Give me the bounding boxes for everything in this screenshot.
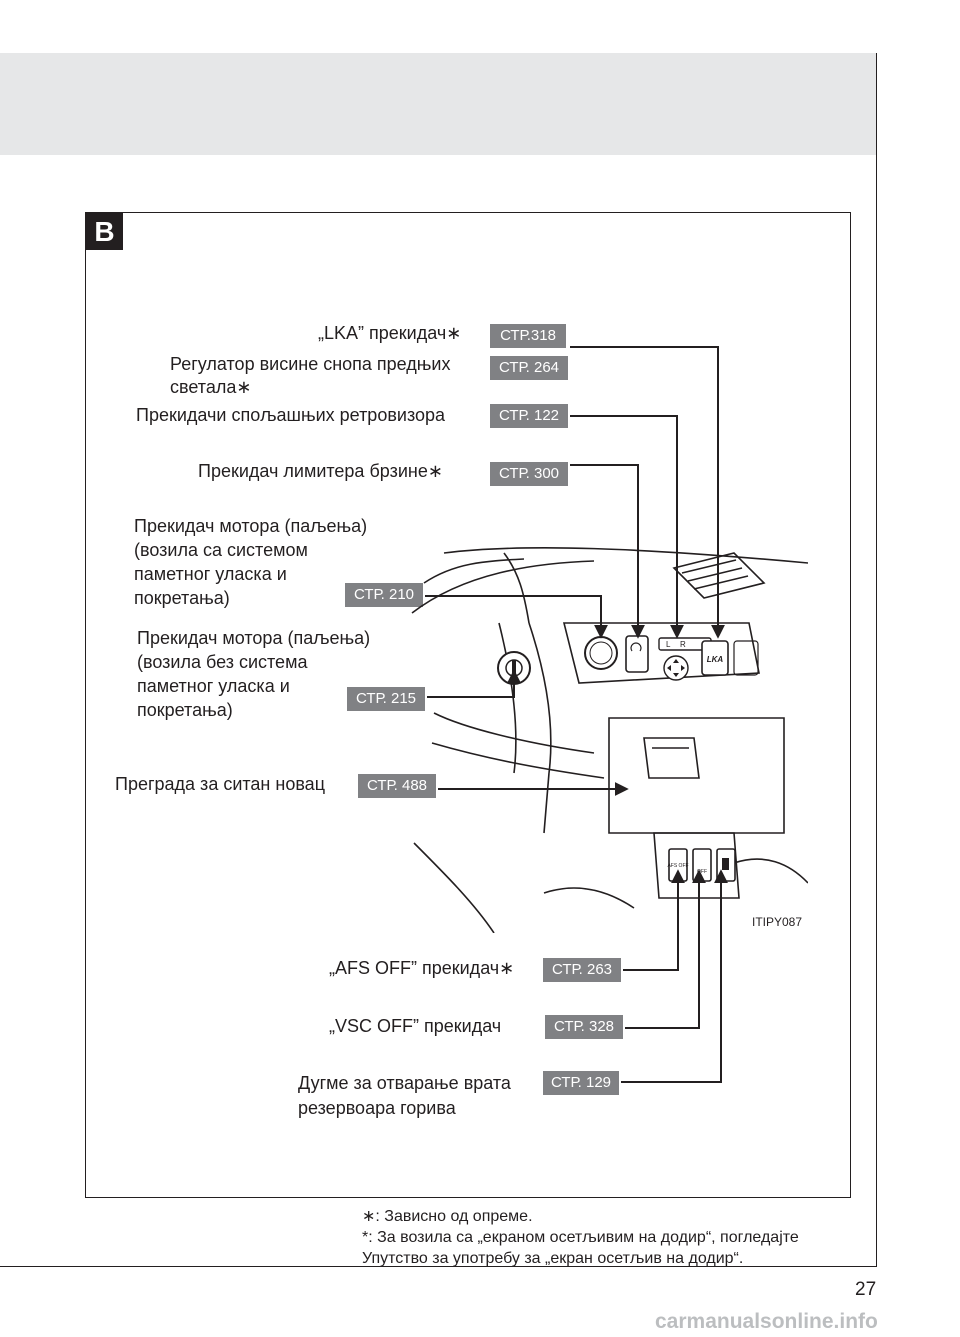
label-engine-nosmart-line3: паметног уласка и: [137, 676, 290, 696]
footnote-line1: ∗: Зависно од опреме.: [362, 1208, 533, 1225]
label-lka-switch: „LKA” прекидач∗: [318, 323, 462, 343]
label-engine-smart-line3: паметног уласка и: [134, 564, 287, 584]
bottom-rule: [0, 1266, 877, 1267]
page-ref-coin-box[interactable]: СТР. 488: [358, 774, 436, 798]
label-coin-box: Преграда за ситан новац: [115, 774, 326, 794]
mirror-joystick: [663, 655, 689, 681]
label-headlight-leveling-line2: светала∗: [170, 377, 252, 397]
label-engine-nosmart-line1: Прекидач мотора (паљења): [137, 628, 371, 648]
page-ref-afs-off[interactable]: СТР. 263: [543, 958, 621, 982]
right-rule: [876, 53, 877, 1266]
image-code: ITIPY087: [752, 915, 803, 929]
afs-button-text: AFS OFF: [667, 863, 688, 869]
lka-button: [701, 640, 729, 676]
label-fuel-door-line1: Дугме за отварање врата: [298, 1073, 511, 1093]
speed-limiter-button: [625, 635, 649, 673]
engine-start-button: [584, 636, 618, 670]
dashboard-illustration: L R LKA AFS OFF OFF: [411, 546, 808, 933]
watermark: carmanualsonline.info: [655, 1310, 878, 1333]
label-mirror-switches: Прекидачи спољашњих ретровизора: [136, 405, 446, 425]
label-vsc-off: „VSC OFF” прекидач: [329, 1016, 502, 1036]
page-ref-mirrors[interactable]: СТР. 122: [490, 404, 568, 428]
mirror-l-text: L: [666, 640, 671, 649]
footnote-line2: *: За возила са „екраном осетљивим на до…: [362, 1229, 799, 1246]
page-ref-engine-nosmart[interactable]: СТР. 215: [347, 687, 425, 711]
page-number: 27: [855, 1279, 877, 1300]
ignition-cylinder: [497, 651, 531, 685]
page-ref-headlight[interactable]: СТР. 264: [490, 356, 568, 380]
page-ref-vsc-off[interactable]: СТР. 328: [545, 1015, 623, 1039]
illustration-frame: [85, 212, 851, 1198]
section-badge: B: [86, 213, 123, 250]
mirror-r-text: R: [680, 640, 686, 649]
label-fuel-door-line2: резервоара горива: [298, 1098, 456, 1118]
label-engine-smart-line2: (возила са системом: [134, 540, 308, 560]
label-engine-nosmart-line4: покретања): [137, 700, 233, 720]
vsc-off-button: [692, 848, 712, 882]
label-engine-smart-line1: Прекидач мотора (паљења): [134, 516, 368, 536]
header-band: [0, 53, 876, 155]
footnote-line3: Упутство за употребу за „екран осетљив н…: [362, 1250, 744, 1267]
page-ref-fuel-door[interactable]: СТР. 129: [543, 1071, 619, 1095]
page-ref-engine-smart[interactable]: СТР. 210: [345, 583, 423, 607]
label-headlight-leveling-line1: Регулатор висине снопа предњих: [170, 354, 451, 374]
page-ref-speed-limiter[interactable]: СТР. 300: [490, 462, 568, 486]
page-ref-lka[interactable]: СТР.318: [490, 324, 566, 348]
label-engine-nosmart-line2: (возила без система: [137, 652, 308, 672]
vsc-button-text: OFF: [697, 869, 707, 875]
label-engine-smart-line4: покретања): [134, 588, 230, 608]
label-speed-limiter: Прекидач лимитера брзине∗: [198, 461, 443, 481]
lka-button-text: LKA: [707, 655, 724, 664]
label-afs-off: „AFS OFF” прекидач∗: [329, 958, 515, 978]
